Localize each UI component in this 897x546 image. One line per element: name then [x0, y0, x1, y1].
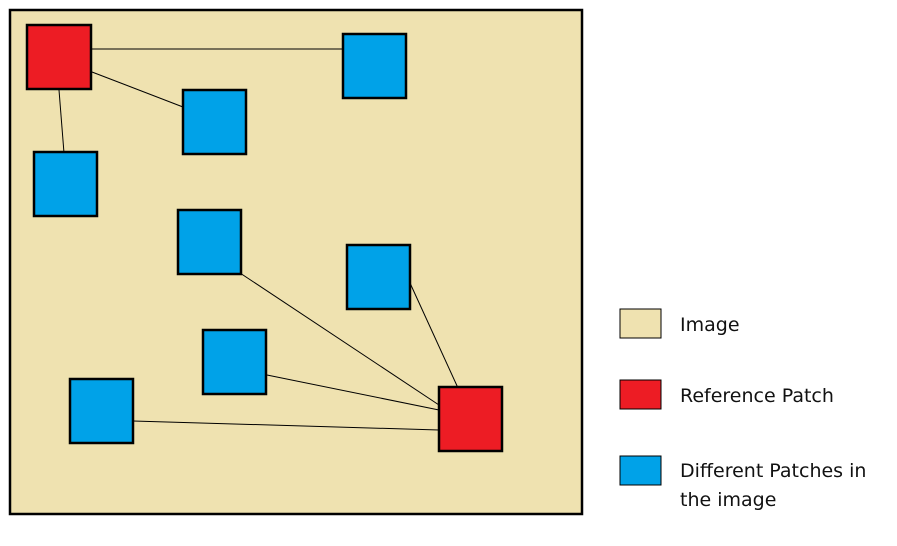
different-patch	[176, 208, 243, 276]
different-patch	[201, 328, 268, 396]
legend-swatch-image	[619, 308, 662, 339]
legend-swatch-reference	[619, 379, 662, 410]
different-patch	[181, 88, 248, 156]
legend: Image Reference Patch Different Patches …	[619, 308, 866, 511]
different-patch	[341, 32, 408, 100]
legend-label-reference: Reference Patch	[680, 385, 834, 407]
connector-line	[91, 71, 184, 108]
reference-patch	[437, 385, 504, 453]
connector-lines	[58, 48, 459, 431]
connector-line	[266, 374, 440, 411]
legend-label-different-line-1: Different Patches in	[680, 460, 866, 482]
legend-label-image: Image	[680, 314, 740, 336]
connector-line	[132, 420, 440, 431]
different-patch	[345, 243, 412, 311]
connector-line	[58, 89, 65, 154]
different-patch	[68, 377, 135, 445]
connector-line	[409, 282, 459, 389]
reference-patch	[25, 23, 93, 91]
legend-label-different-line-2: the image	[680, 489, 776, 511]
legend-swatch-different	[619, 455, 662, 486]
different-patch	[32, 150, 99, 218]
connector-line	[239, 272, 440, 406]
